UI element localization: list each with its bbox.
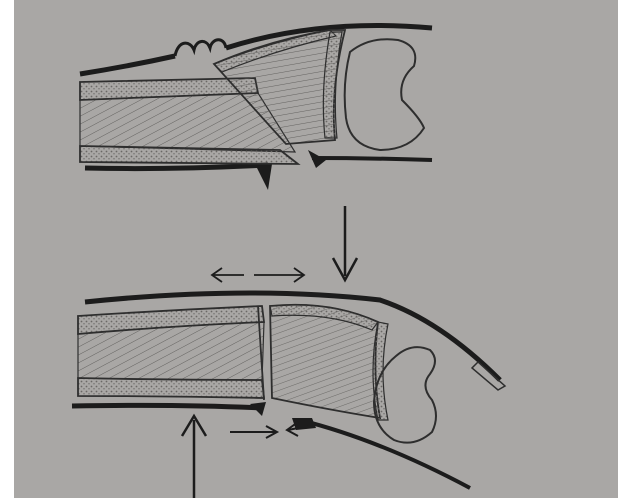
top-lower-skin-line-right	[312, 158, 432, 160]
left-margin	[0, 0, 14, 498]
bottom-lower-skin-line	[72, 405, 262, 408]
bottom-shaft-cortex-lower	[78, 378, 264, 398]
